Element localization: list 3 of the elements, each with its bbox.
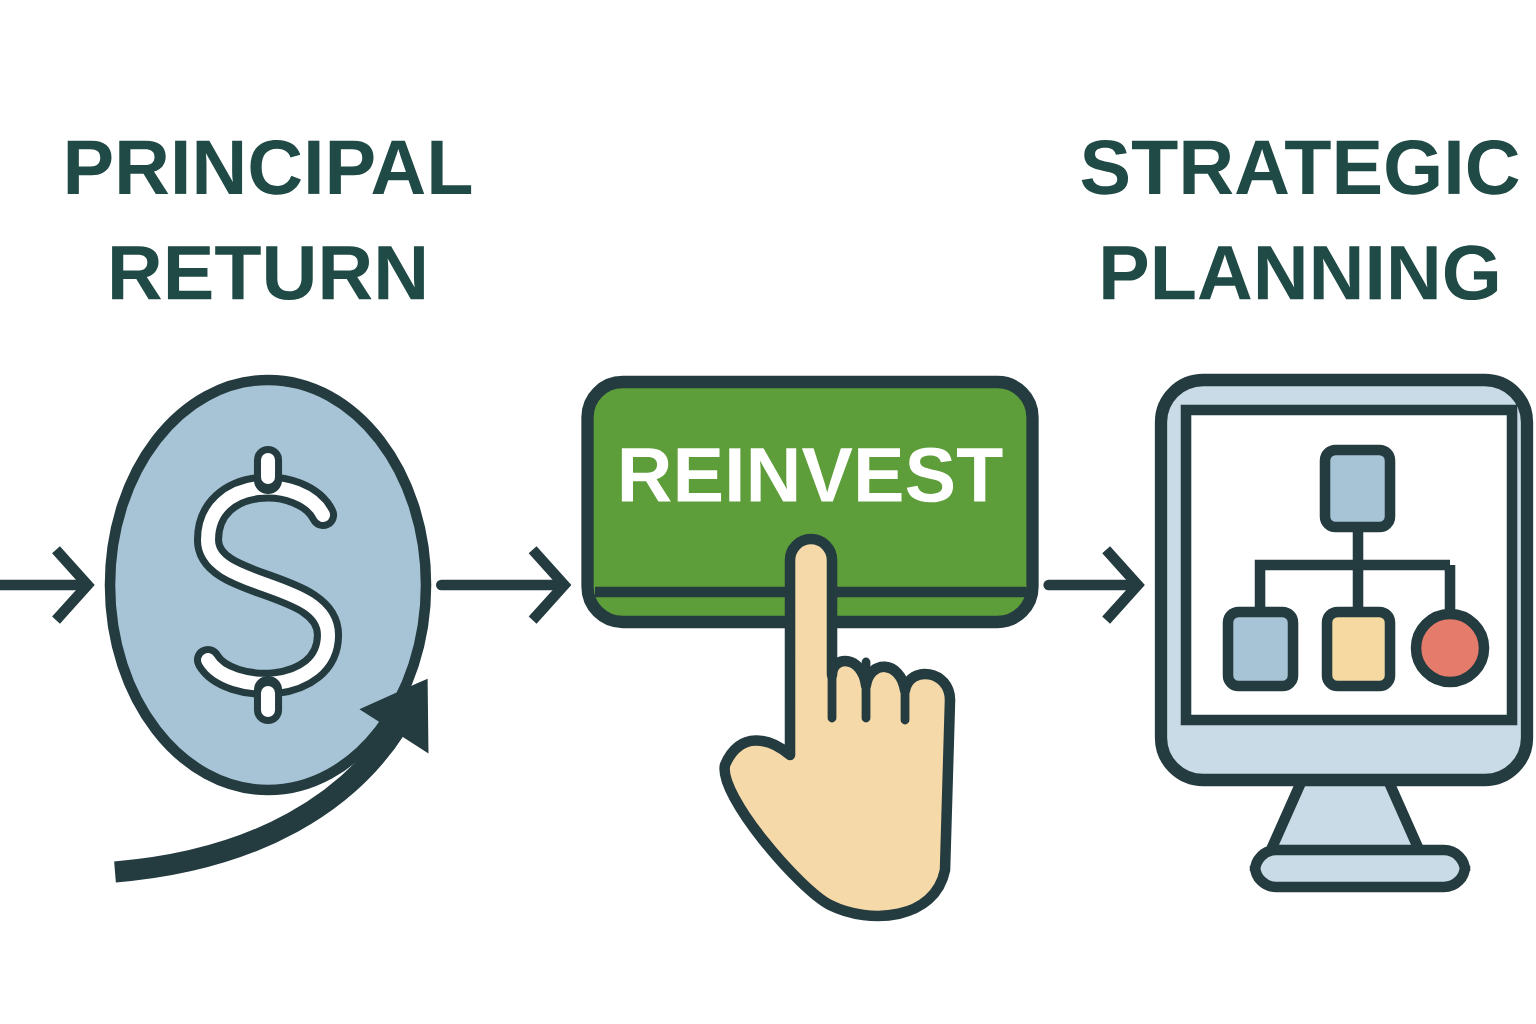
heading: STRATEGIC PLANNING	[1081, 139, 1519, 301]
heading: PRINCIPAL RETURN	[67, 139, 472, 301]
reinvest-button: REINVEST	[581, 375, 1039, 629]
